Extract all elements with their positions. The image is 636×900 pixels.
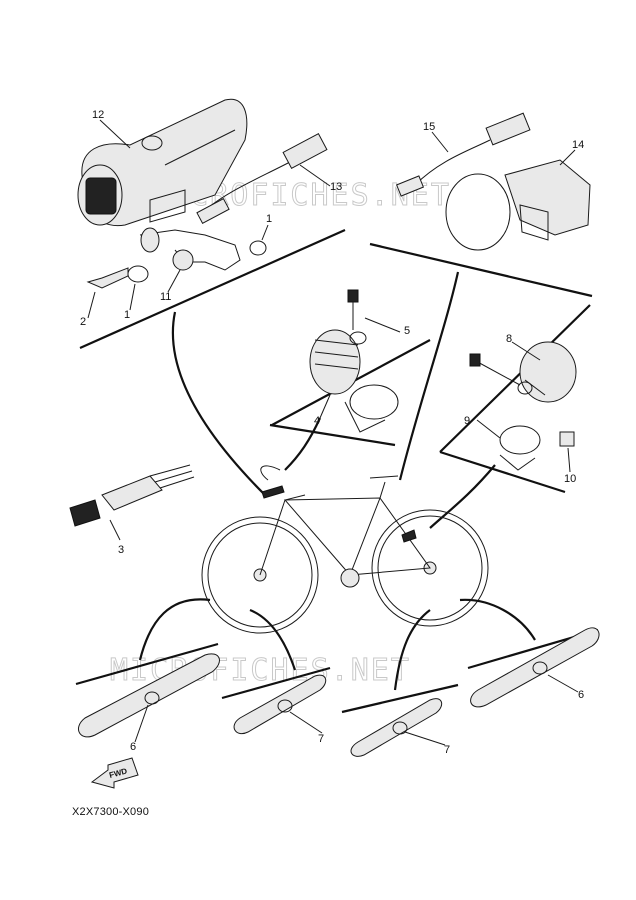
- side-reflector-6a: [77, 653, 220, 738]
- callout-7b: 7: [444, 744, 450, 756]
- callout-2: 2: [80, 316, 86, 328]
- callout-leaders: [87, 119, 579, 746]
- callout-15: 15: [423, 121, 435, 133]
- front-reflector-part: [309, 289, 399, 433]
- callout-11: 11: [160, 291, 171, 303]
- side-reflector-7b: [350, 698, 443, 757]
- callout-7a: 7: [318, 733, 324, 745]
- callout-5: 5: [404, 325, 410, 337]
- leader-reflector-4: [284, 417, 322, 471]
- callout-4: 4: [314, 415, 320, 427]
- diagram-code: X2X7300-X090: [72, 806, 150, 818]
- headlight-part: [77, 98, 248, 227]
- callout-9: 9: [464, 415, 470, 427]
- rear-reflector-part: [469, 341, 577, 471]
- rear-cable-part: [395, 112, 531, 197]
- callout-1a: 1: [266, 213, 272, 225]
- callout-8: 8: [506, 333, 512, 345]
- usb-cable-part: [196, 132, 328, 225]
- callout-6b: 6: [578, 689, 584, 701]
- connector-part: [69, 464, 195, 527]
- bicycle-outline: [201, 465, 489, 634]
- callout-6a: 6: [130, 741, 136, 753]
- callout-3: 3: [118, 544, 124, 556]
- frame-line-front-light: [79, 228, 346, 350]
- leader-reflector-8: [429, 464, 496, 529]
- fwd-arrow-icon: FWD: [90, 757, 139, 789]
- callout-1b: 1: [124, 309, 130, 321]
- frame-line-rear-reflector-3: [439, 304, 591, 453]
- side-reflector-7a: [233, 674, 327, 734]
- side-reflector-6b: [470, 627, 600, 708]
- callout-13: 13: [330, 181, 342, 193]
- callout-12: 12: [92, 109, 104, 121]
- frame-line-rear-light: [369, 242, 593, 298]
- leader-6a: [138, 598, 211, 661]
- rear-light-part: [445, 159, 591, 251]
- frame-line-7b: [341, 683, 459, 714]
- leader-6b: [459, 598, 536, 641]
- leader-front-light: [171, 311, 266, 496]
- leader-7a: [249, 608, 297, 671]
- frame-line-rear-reflector-2: [439, 450, 566, 494]
- bracket-part: [86, 227, 267, 289]
- callout-10: 10: [564, 473, 576, 485]
- frame-line-6a: [75, 642, 219, 686]
- frame-line-7a: [221, 666, 331, 700]
- leader-rear-light: [398, 271, 460, 481]
- frame-line-rear-reflector: [269, 423, 396, 447]
- callout-14: 14: [572, 139, 584, 151]
- leader-7b: [393, 609, 431, 691]
